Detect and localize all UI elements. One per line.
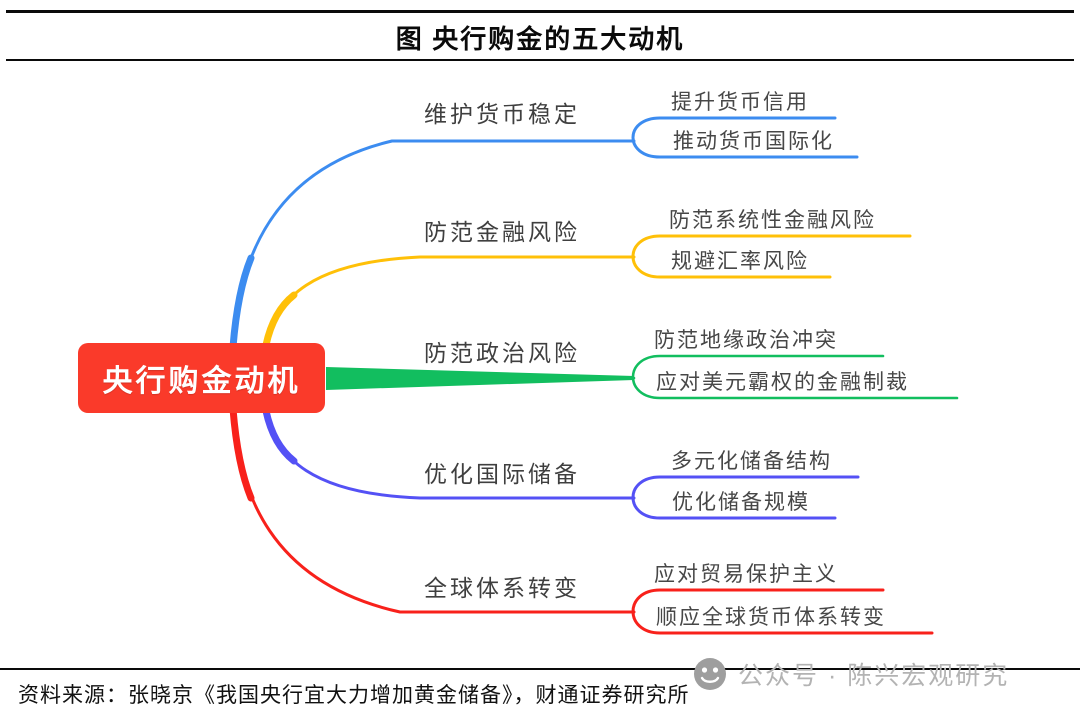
central-topic-node: 央行购金动机 xyxy=(78,343,325,413)
child-label-dollar-hegemony-sanctions: 应对美元霸权的金融制裁 xyxy=(656,370,909,394)
child-label-currency-internationalization: 推动货币国际化 xyxy=(673,129,834,153)
child-label-diversified-reserve-structure: 多元化储备结构 xyxy=(671,449,832,473)
branch-line-financial-risk xyxy=(262,234,912,349)
child-label-optimize-reserve-scale: 优化储备规模 xyxy=(672,490,810,514)
child-label-global-monetary-system-shift: 顺应全球货币体系转变 xyxy=(656,605,886,629)
figure-title: 图 央行购金的五大动机 xyxy=(395,25,685,54)
watermark: 公众号 · 陈兴宏观研究 xyxy=(692,654,1009,694)
branch-label-global-system: 全球体系转变 xyxy=(424,576,580,601)
child-label-systemic-financial-risk: 防范系统性金融风险 xyxy=(669,208,876,232)
child-label-fx-risk-avoidance: 规避汇率风险 xyxy=(671,249,809,273)
footer-divider xyxy=(0,668,1080,670)
branch-label-currency-stability: 维护货币稳定 xyxy=(424,102,580,127)
source-note: 资料来源：张晓京《我国央行宜大力增加黄金储备》，财通证券研究所 xyxy=(18,683,690,707)
title-divider xyxy=(6,59,1074,61)
branch-line-reserve-optimization xyxy=(262,407,860,520)
branch-root-wedge xyxy=(326,367,634,390)
top-rule xyxy=(6,10,1074,13)
branch-label-political-risk: 防范政治风险 xyxy=(424,341,580,366)
branch-line-political-risk xyxy=(326,354,959,400)
branch-line-global-system xyxy=(229,405,934,635)
watermark-text: 公众号 · 陈兴宏观研究 xyxy=(738,662,1010,690)
child-label-trade-protectionism: 应对贸易保护主义 xyxy=(654,562,838,586)
branch-line-currency-stability xyxy=(229,116,859,351)
branch-label-reserve-optimization: 优化国际储备 xyxy=(424,462,580,487)
child-label-boost-currency-credit: 提升货币信用 xyxy=(671,90,809,114)
branch-label-financial-risk: 防范金融风险 xyxy=(424,220,580,245)
child-label-geopolitical-conflict: 防范地缘政治冲突 xyxy=(654,328,838,352)
wechat-official-account-icon xyxy=(694,658,726,690)
